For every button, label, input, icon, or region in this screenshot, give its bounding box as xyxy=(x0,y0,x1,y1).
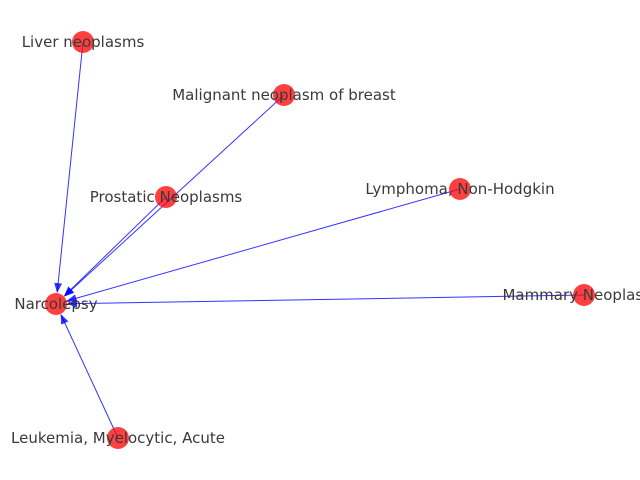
node-lymphoma-non-hodgkin[interactable] xyxy=(449,178,471,200)
node-label-lymphoma-non-hodgkin: Lymphoma, Non-Hodgkin xyxy=(365,180,554,198)
node-malignant-neoplasm-breast[interactable] xyxy=(273,84,295,106)
edge-liver-neoplasms-to-narcolepsy xyxy=(54,41,84,294)
nodes-layer xyxy=(45,31,595,449)
node-label-malignant-neoplasm-breast: Malignant neoplasm of breast xyxy=(172,86,396,104)
edge-mammary-neoplasms-to-narcolepsy xyxy=(66,294,585,308)
edge-leukemia-myelocytic-acute-to-narcolepsy xyxy=(60,313,119,439)
node-label-leukemia-myelocytic-acute: Leukemia, Myelocytic, Acute xyxy=(11,429,225,447)
node-liver-neoplasms[interactable] xyxy=(72,31,94,53)
node-label-prostatic-neoplasms: Prostatic Neoplasms xyxy=(90,188,243,206)
node-mammary-neoplasms[interactable] xyxy=(573,284,595,306)
node-label-liver-neoplasms: Liver neoplasms xyxy=(22,33,145,51)
node-leukemia-myelocytic-acute[interactable] xyxy=(107,427,129,449)
node-label-narcolepsy: Narcolepsy xyxy=(14,295,97,313)
edge-lymphoma-non-hodgkin-to-narcolepsy xyxy=(66,188,461,303)
edge-prostatic-neoplasms-to-narcolepsy xyxy=(63,196,167,297)
node-prostatic-neoplasms[interactable] xyxy=(155,186,177,208)
node-label-mammary-neoplasms: Mammary Neoplasms xyxy=(502,286,640,304)
node-narcolepsy[interactable] xyxy=(45,293,67,315)
edges-layer xyxy=(54,41,585,439)
